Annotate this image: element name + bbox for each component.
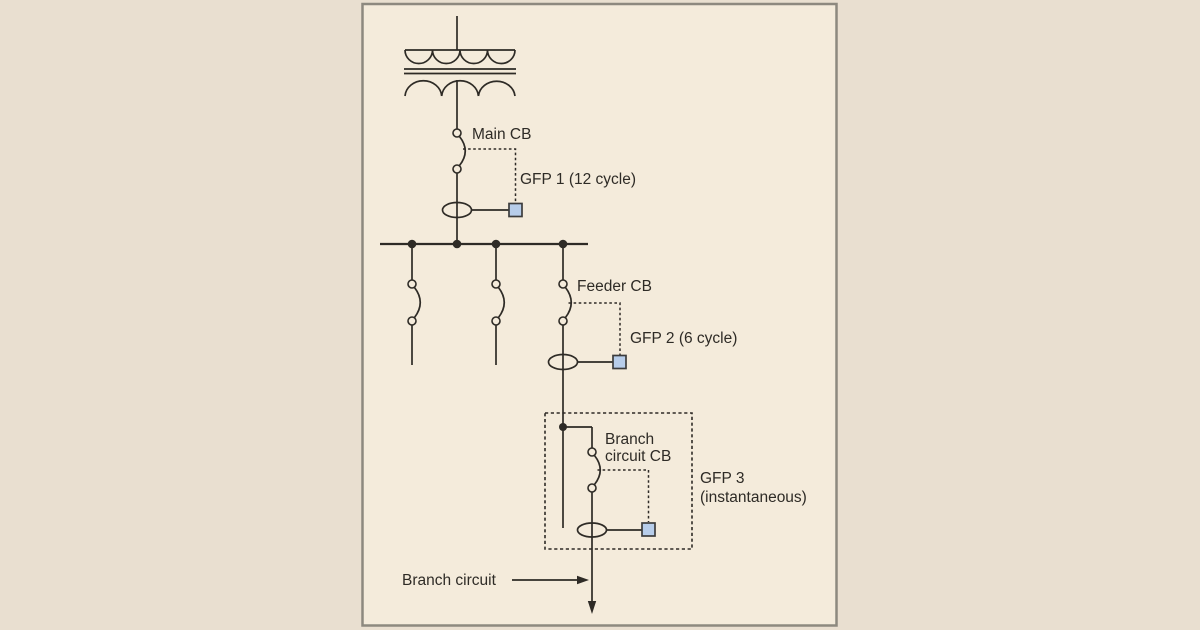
gfp2-group — [547, 302, 627, 371]
feeder-cb-label: Feeder CB — [577, 278, 652, 295]
gfp1-label: GFP 1 (12 cycle) — [520, 171, 636, 188]
branch-cb-label-line2: circuit CB — [605, 448, 671, 465]
transformer-icon — [404, 16, 516, 129]
bus-node — [491, 239, 501, 249]
gfp3-label-line2: (instantaneous) — [700, 489, 807, 506]
gfp1-group — [441, 148, 523, 219]
gfp1-relay-icon — [508, 202, 523, 218]
gfp2-label: GFP 2 (6 cycle) — [630, 330, 737, 347]
spare-breaker-2 — [491, 246, 506, 365]
main-cb-symbol — [452, 128, 467, 244]
gfp2-relay-icon — [612, 354, 627, 370]
branch-circuit-label: Branch circuit — [402, 572, 497, 589]
branch-cb-symbol — [559, 423, 602, 603]
branch-circuit-arrow — [512, 575, 589, 585]
spare-breaker-1 — [407, 246, 422, 365]
gfp3-relay-icon — [641, 522, 656, 537]
bus-bar — [380, 239, 588, 249]
main-cb-label: Main CB — [472, 126, 531, 143]
branch-down-arrow — [587, 601, 597, 614]
bus-node — [407, 239, 417, 249]
gfp3-label-line1: GFP 3 — [700, 470, 745, 487]
gfp3-zone-box — [544, 412, 693, 550]
gfp3-group — [576, 469, 656, 538]
gfp2-dashed-link — [568, 302, 621, 355]
bus-node — [558, 239, 568, 249]
gfp3-dashed-link — [597, 469, 650, 522]
bus-node — [452, 239, 462, 249]
gfp1-dashed-link — [463, 148, 517, 203]
branch-cb-label-line1: Branch — [605, 431, 654, 448]
diagram-panel — [361, 2, 838, 627]
